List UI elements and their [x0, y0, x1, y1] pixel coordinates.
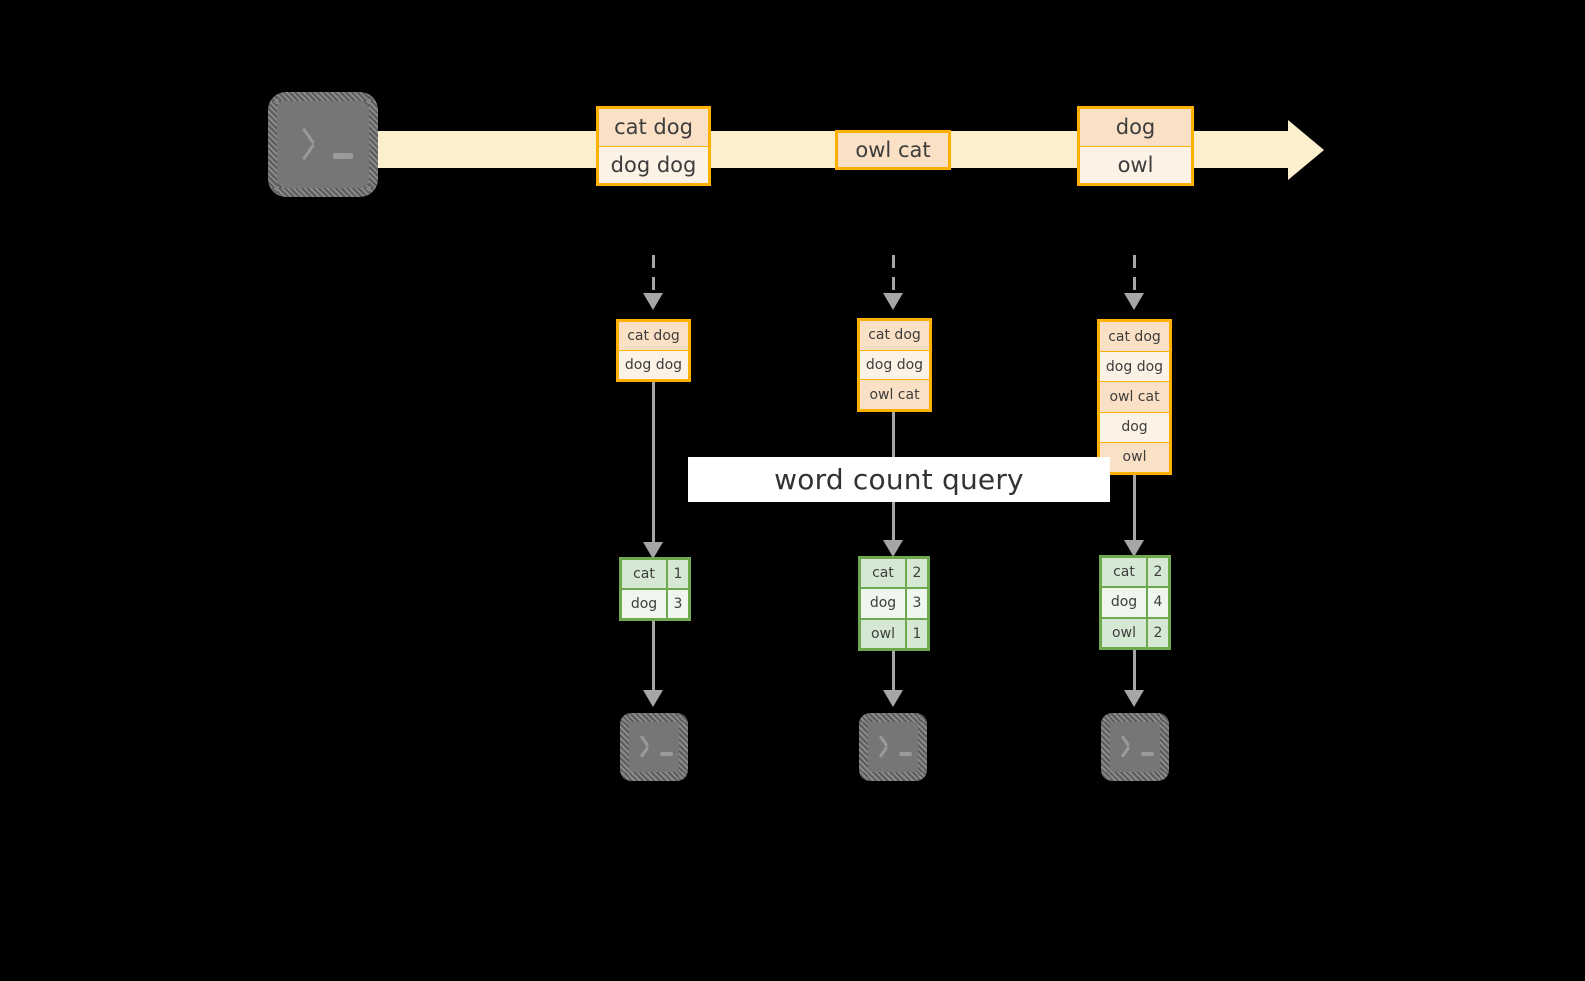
result-row: dog 3 [861, 589, 927, 620]
query-arrow-3-head [1124, 540, 1144, 557]
prompt-glyph-lower [302, 143, 315, 161]
input-table-row: cat dog [619, 322, 688, 351]
cursor-glyph [333, 153, 353, 159]
prompt-glyph-upper [639, 735, 650, 747]
input-table-1[interactable]: cat dog dog dog [616, 319, 691, 382]
input-table-row: cat dog [860, 321, 929, 351]
terminal-screen [629, 722, 679, 772]
sink-arrow-3-line [1133, 650, 1136, 693]
trigger-arrow-1-head [643, 293, 663, 310]
result-word: dog [622, 590, 668, 618]
input-table-3[interactable]: cat dog dog dog owl cat dog owl [1097, 319, 1172, 475]
sink-terminal-icon-1[interactable] [620, 713, 688, 781]
result-word: cat [1102, 558, 1148, 587]
result-word: dog [1102, 588, 1148, 617]
sink-terminal-icon-3[interactable] [1101, 713, 1169, 781]
stream-batch-line: owl cat [838, 133, 948, 167]
result-row: cat 2 [861, 559, 927, 590]
input-table-row: owl [1100, 442, 1169, 473]
sink-terminal-icon-2[interactable] [859, 713, 927, 781]
trigger-arrow-2-line [892, 255, 895, 295]
input-table-row: owl cat [860, 380, 929, 410]
stream-batch-1[interactable]: cat dog dog dog [596, 106, 711, 186]
terminal-screen [1110, 722, 1160, 772]
result-word: owl [861, 619, 907, 648]
result-word: dog [861, 589, 907, 618]
terminal-screen [868, 722, 918, 772]
result-table-1[interactable]: cat 1 dog 3 [619, 557, 691, 621]
result-row: cat 1 [622, 560, 688, 590]
result-row: owl 1 [861, 619, 927, 648]
result-word: owl [1102, 618, 1148, 647]
sink-arrow-1-head [643, 690, 663, 707]
input-table-row: dog [1100, 412, 1169, 443]
stream-batch-line: cat dog [599, 109, 708, 147]
prompt-glyph-upper [302, 127, 315, 145]
query-arrow-1-line [652, 382, 655, 549]
trigger-arrow-3-head [1124, 293, 1144, 310]
input-table-row: dog dog [619, 351, 688, 379]
query-label: word count query [688, 457, 1110, 502]
cursor-glyph [660, 752, 673, 756]
result-count: 1 [907, 619, 927, 648]
prompt-glyph-lower [878, 746, 889, 758]
stream-batch-line: dog dog [599, 146, 708, 183]
stream-batch-2[interactable]: owl cat [835, 130, 951, 170]
stream-batch-3[interactable]: dog owl [1077, 106, 1194, 186]
input-table-row: dog dog [1100, 352, 1169, 383]
query-arrow-2-head [883, 540, 903, 557]
input-table-row: owl cat [1100, 382, 1169, 413]
cursor-glyph [899, 752, 912, 756]
result-count: 2 [907, 559, 927, 588]
prompt-glyph-lower [1120, 746, 1131, 758]
stream-timeline-arrowhead [1288, 120, 1324, 180]
trigger-arrow-3-line [1133, 255, 1136, 295]
stream-batch-line: owl [1080, 146, 1191, 183]
result-count: 2 [1148, 618, 1168, 647]
sink-arrow-2-head [883, 690, 903, 707]
sink-arrow-1-line [652, 621, 655, 693]
sink-arrow-3-head [1124, 690, 1144, 707]
trigger-arrow-2-head [883, 293, 903, 310]
result-row: dog 3 [622, 590, 688, 618]
cursor-glyph [1141, 752, 1154, 756]
trigger-arrow-1-line [652, 255, 655, 295]
terminal-screen [277, 101, 369, 188]
result-word: cat [861, 559, 907, 588]
query-arrow-1-head [643, 542, 663, 559]
result-count: 1 [668, 560, 688, 588]
result-word: cat [622, 560, 668, 588]
result-table-3[interactable]: cat 2 dog 4 owl 2 [1099, 555, 1171, 650]
result-row: cat 2 [1102, 558, 1168, 589]
stream-batch-line: dog [1080, 109, 1191, 147]
prompt-glyph-upper [878, 735, 889, 747]
sink-arrow-2-line [892, 651, 895, 694]
query-arrow-3-line [1133, 475, 1136, 547]
result-count: 3 [668, 590, 688, 618]
result-count: 2 [1148, 558, 1168, 587]
prompt-glyph-upper [1120, 735, 1131, 747]
prompt-glyph-lower [639, 746, 650, 758]
result-row: dog 4 [1102, 588, 1168, 619]
source-terminal-icon[interactable] [268, 92, 378, 197]
result-count: 4 [1148, 588, 1168, 617]
result-table-2[interactable]: cat 2 dog 3 owl 1 [858, 556, 930, 651]
result-row: owl 2 [1102, 618, 1168, 647]
input-table-row: cat dog [1100, 322, 1169, 353]
input-table-row: dog dog [860, 350, 929, 381]
result-count: 3 [907, 589, 927, 618]
input-table-2[interactable]: cat dog dog dog owl cat [857, 318, 932, 412]
